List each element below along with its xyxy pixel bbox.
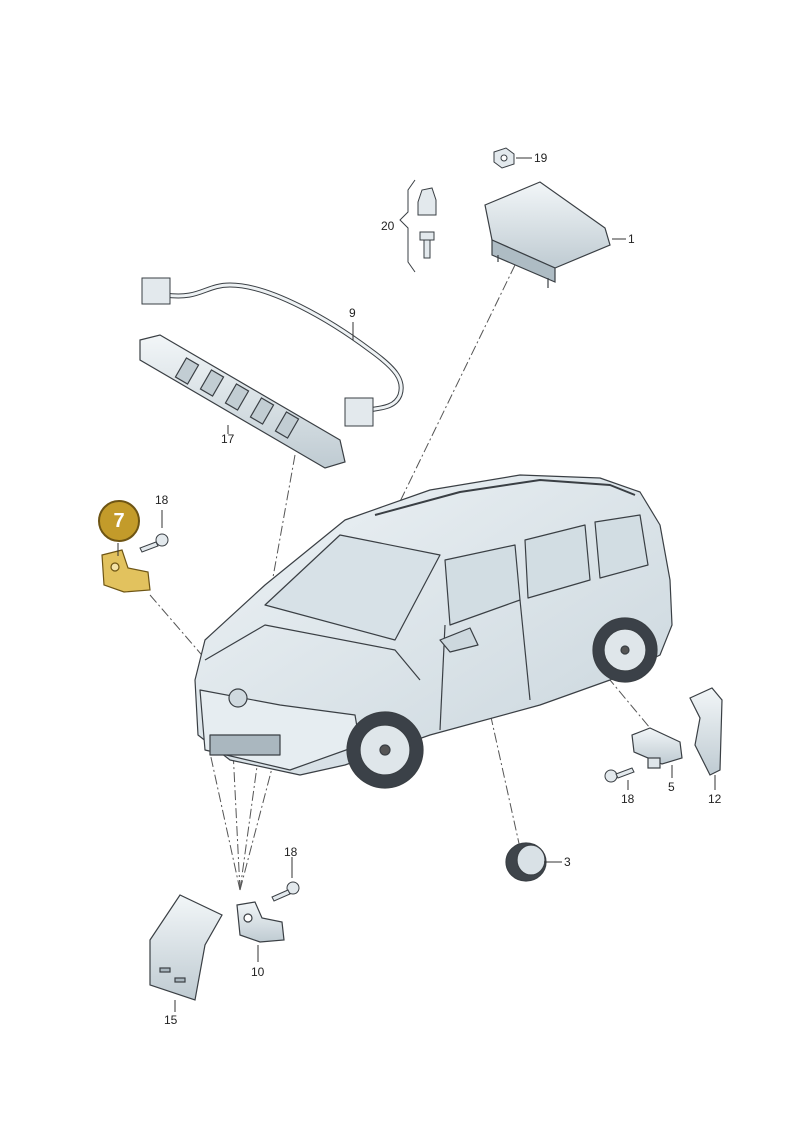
part-3-sensor [505,842,547,882]
part-5-sensor [631,727,683,769]
callout-20: 20 [381,219,395,233]
callout-5: 5 [668,780,675,794]
callout-18-lower: 18 [284,845,298,859]
part-19-nut [493,147,515,169]
callout-9: 9 [349,306,356,320]
callout-10: 10 [251,965,265,979]
part-7-sensor-highlighted [101,549,151,593]
callout-15: 15 [164,1013,178,1027]
highlight-badge-7: 7 [98,500,140,542]
callout-1: 1 [628,232,635,246]
callout-17: 17 [221,432,235,446]
part-18-screw-right [604,767,635,783]
callout-leaders [117,157,716,1012]
part-12-bracket [689,687,723,776]
part-18-screw-lower [271,881,300,902]
callout-18-right: 18 [621,792,635,806]
callout-19: 19 [534,151,548,165]
car-illustration [194,474,673,789]
part-9-wiring-harness [141,277,404,427]
callout-18-upper: 18 [155,493,169,507]
part-18-screw-upper [139,533,169,553]
part-1-control-unit [484,181,611,288]
callout-12: 12 [708,792,722,806]
part-10-sensor [236,901,285,943]
part-20-fasteners [399,179,437,273]
part-17-bracket [139,334,346,469]
callout-3: 3 [564,855,571,869]
part-15-bracket [149,894,223,1001]
